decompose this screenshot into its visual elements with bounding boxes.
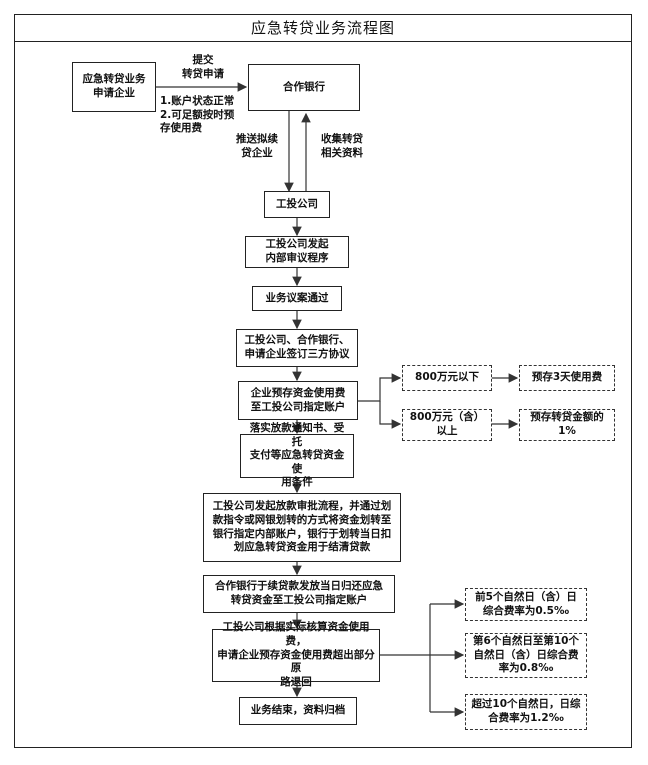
above800-box: 800万元（含） 以上 [402, 409, 492, 441]
approved-box: 业务议案通过 [252, 286, 342, 311]
branch-prepay-to-above800 [379, 401, 402, 429]
rate-tier1-box: 前5个自然日（含）日 综合费率为0.5‰ [465, 588, 587, 621]
diagram-frame [14, 14, 632, 748]
prepay-1pct-box: 预存转贷金额的 1% [519, 409, 615, 441]
transfer-box: 工投公司发起放款审批流程，并通过划 款指令或网银划转的方式将资金划转至 银行指定… [203, 493, 401, 562]
diagram-title: 应急转贷业务流程图 [14, 14, 632, 42]
label-collect-materials: 收集转贷 相关资料 [321, 133, 363, 159]
end-box: 业务结束，资料归档 [239, 697, 357, 725]
prepay-box: 企业预存资金使用费 至工投公司指定账户 [238, 381, 358, 420]
applicant-box: 应急转贷业务 申请企业 [72, 62, 156, 112]
conditions-box: 落实放款通知书、受托 支付等应急转贷资金使 用条件 [240, 422, 354, 488]
rate-tier3-box: 超过10个自然日，日综 合费率为1.2‰ [465, 694, 587, 730]
agreement-box: 工投公司、合作银行、 申请企业签订三方协议 [236, 329, 358, 367]
internal-review-box: 工投公司发起 内部审议程序 [245, 236, 349, 268]
settle-box: 工投公司根据实际核算资金使用费， 申请企业预存资金使用费超出部分原 路退回 [212, 621, 380, 688]
branch-prepay-to-below800 [358, 373, 402, 402]
bank-box: 合作银行 [248, 64, 360, 111]
rate-tier2-box: 第6个自然日至第10个 自然日（含）日综合费 率为0.8‰ [465, 633, 587, 678]
label-submit-application: 提交 转贷申请 [182, 54, 224, 80]
repay-box: 合作银行于续贷款发放当日归还应急 转贷资金至工投公司指定账户 [203, 575, 395, 613]
label-recommend-enterprise: 推送拟续 贷企业 [236, 133, 278, 159]
company-box: 工投公司 [264, 191, 330, 218]
prepay-3days-box: 预存3天使用费 [519, 365, 615, 391]
label-application-conditions: 1.账户状态正常 2.可足额按时预 存使用费 [160, 95, 235, 135]
below800-box: 800万元以下 [402, 365, 492, 391]
